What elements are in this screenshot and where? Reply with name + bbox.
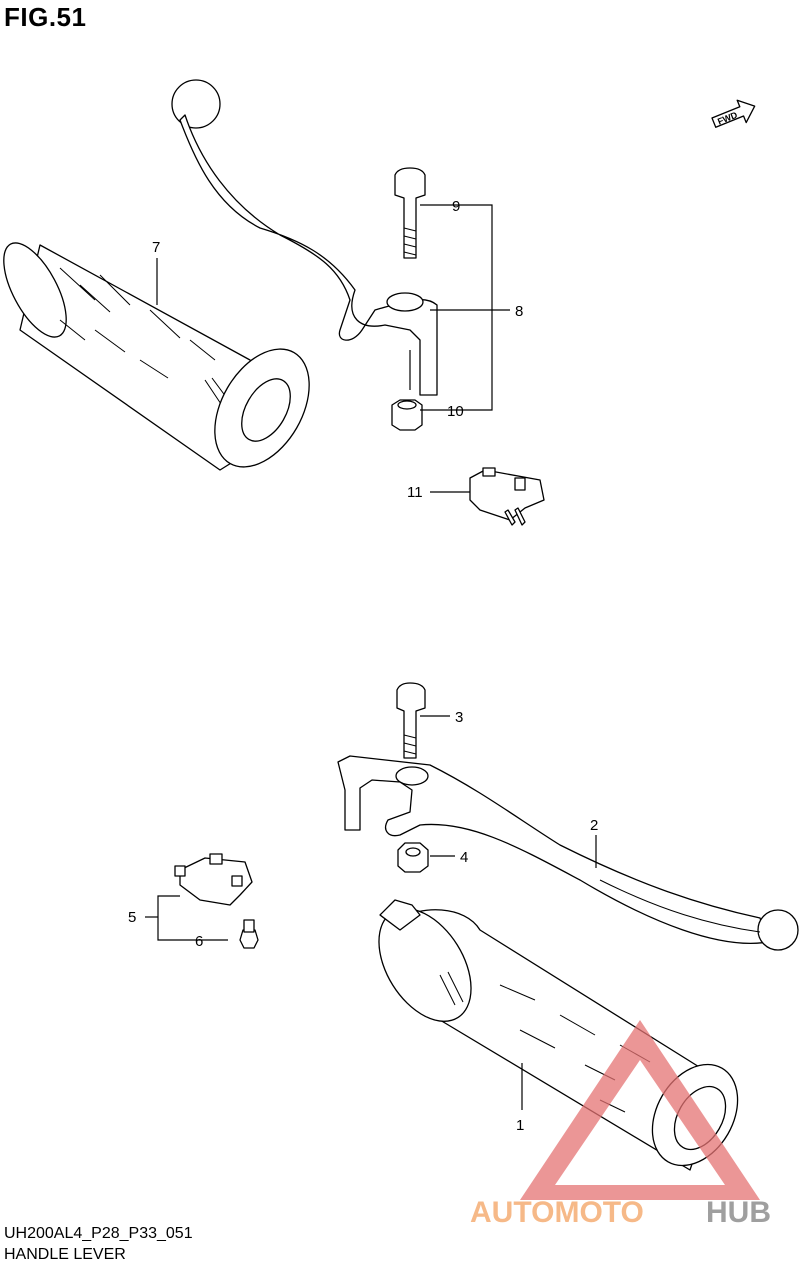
callout-2: 2 <box>590 817 598 834</box>
callout-9: 9 <box>452 198 460 215</box>
watermark-text-primary: AUTOMOTO <box>470 1196 644 1229</box>
callout-6: 6 <box>195 933 203 950</box>
brake-lever <box>337 755 799 951</box>
watermark-logo: AUTOMOTO HUB <box>470 1020 771 1229</box>
clutch-lever <box>171 79 438 396</box>
fwd-arrow-icon: FWD <box>711 99 756 128</box>
bolt-9 <box>394 167 426 259</box>
figure-title: FIG.51 <box>4 2 87 32</box>
callout-4: 4 <box>460 849 468 866</box>
bolt-3 <box>396 682 426 759</box>
callout-7: 7 <box>152 239 160 256</box>
callout-3: 3 <box>455 709 463 726</box>
watermark-text-secondary: HUB <box>706 1196 771 1229</box>
fwd-label: FWD <box>716 110 739 127</box>
callout-10: 10 <box>447 403 464 420</box>
nut-10 <box>391 399 423 431</box>
callout-8: 8 <box>515 303 523 320</box>
nut-4 <box>397 842 429 873</box>
callout-11: 11 <box>407 484 423 501</box>
callout-5: 5 <box>128 909 136 926</box>
switch-5 <box>174 853 253 906</box>
figure-name: HANDLE LEVER <box>4 1246 126 1263</box>
watermark-triangle <box>520 1020 760 1200</box>
switch-11 <box>469 467 545 526</box>
figure-code: UH200AL4_P28_P33_051 <box>4 1225 193 1242</box>
left-grip <box>3 242 310 471</box>
screw-6 <box>239 919 259 949</box>
callout-1: 1 <box>516 1117 524 1134</box>
